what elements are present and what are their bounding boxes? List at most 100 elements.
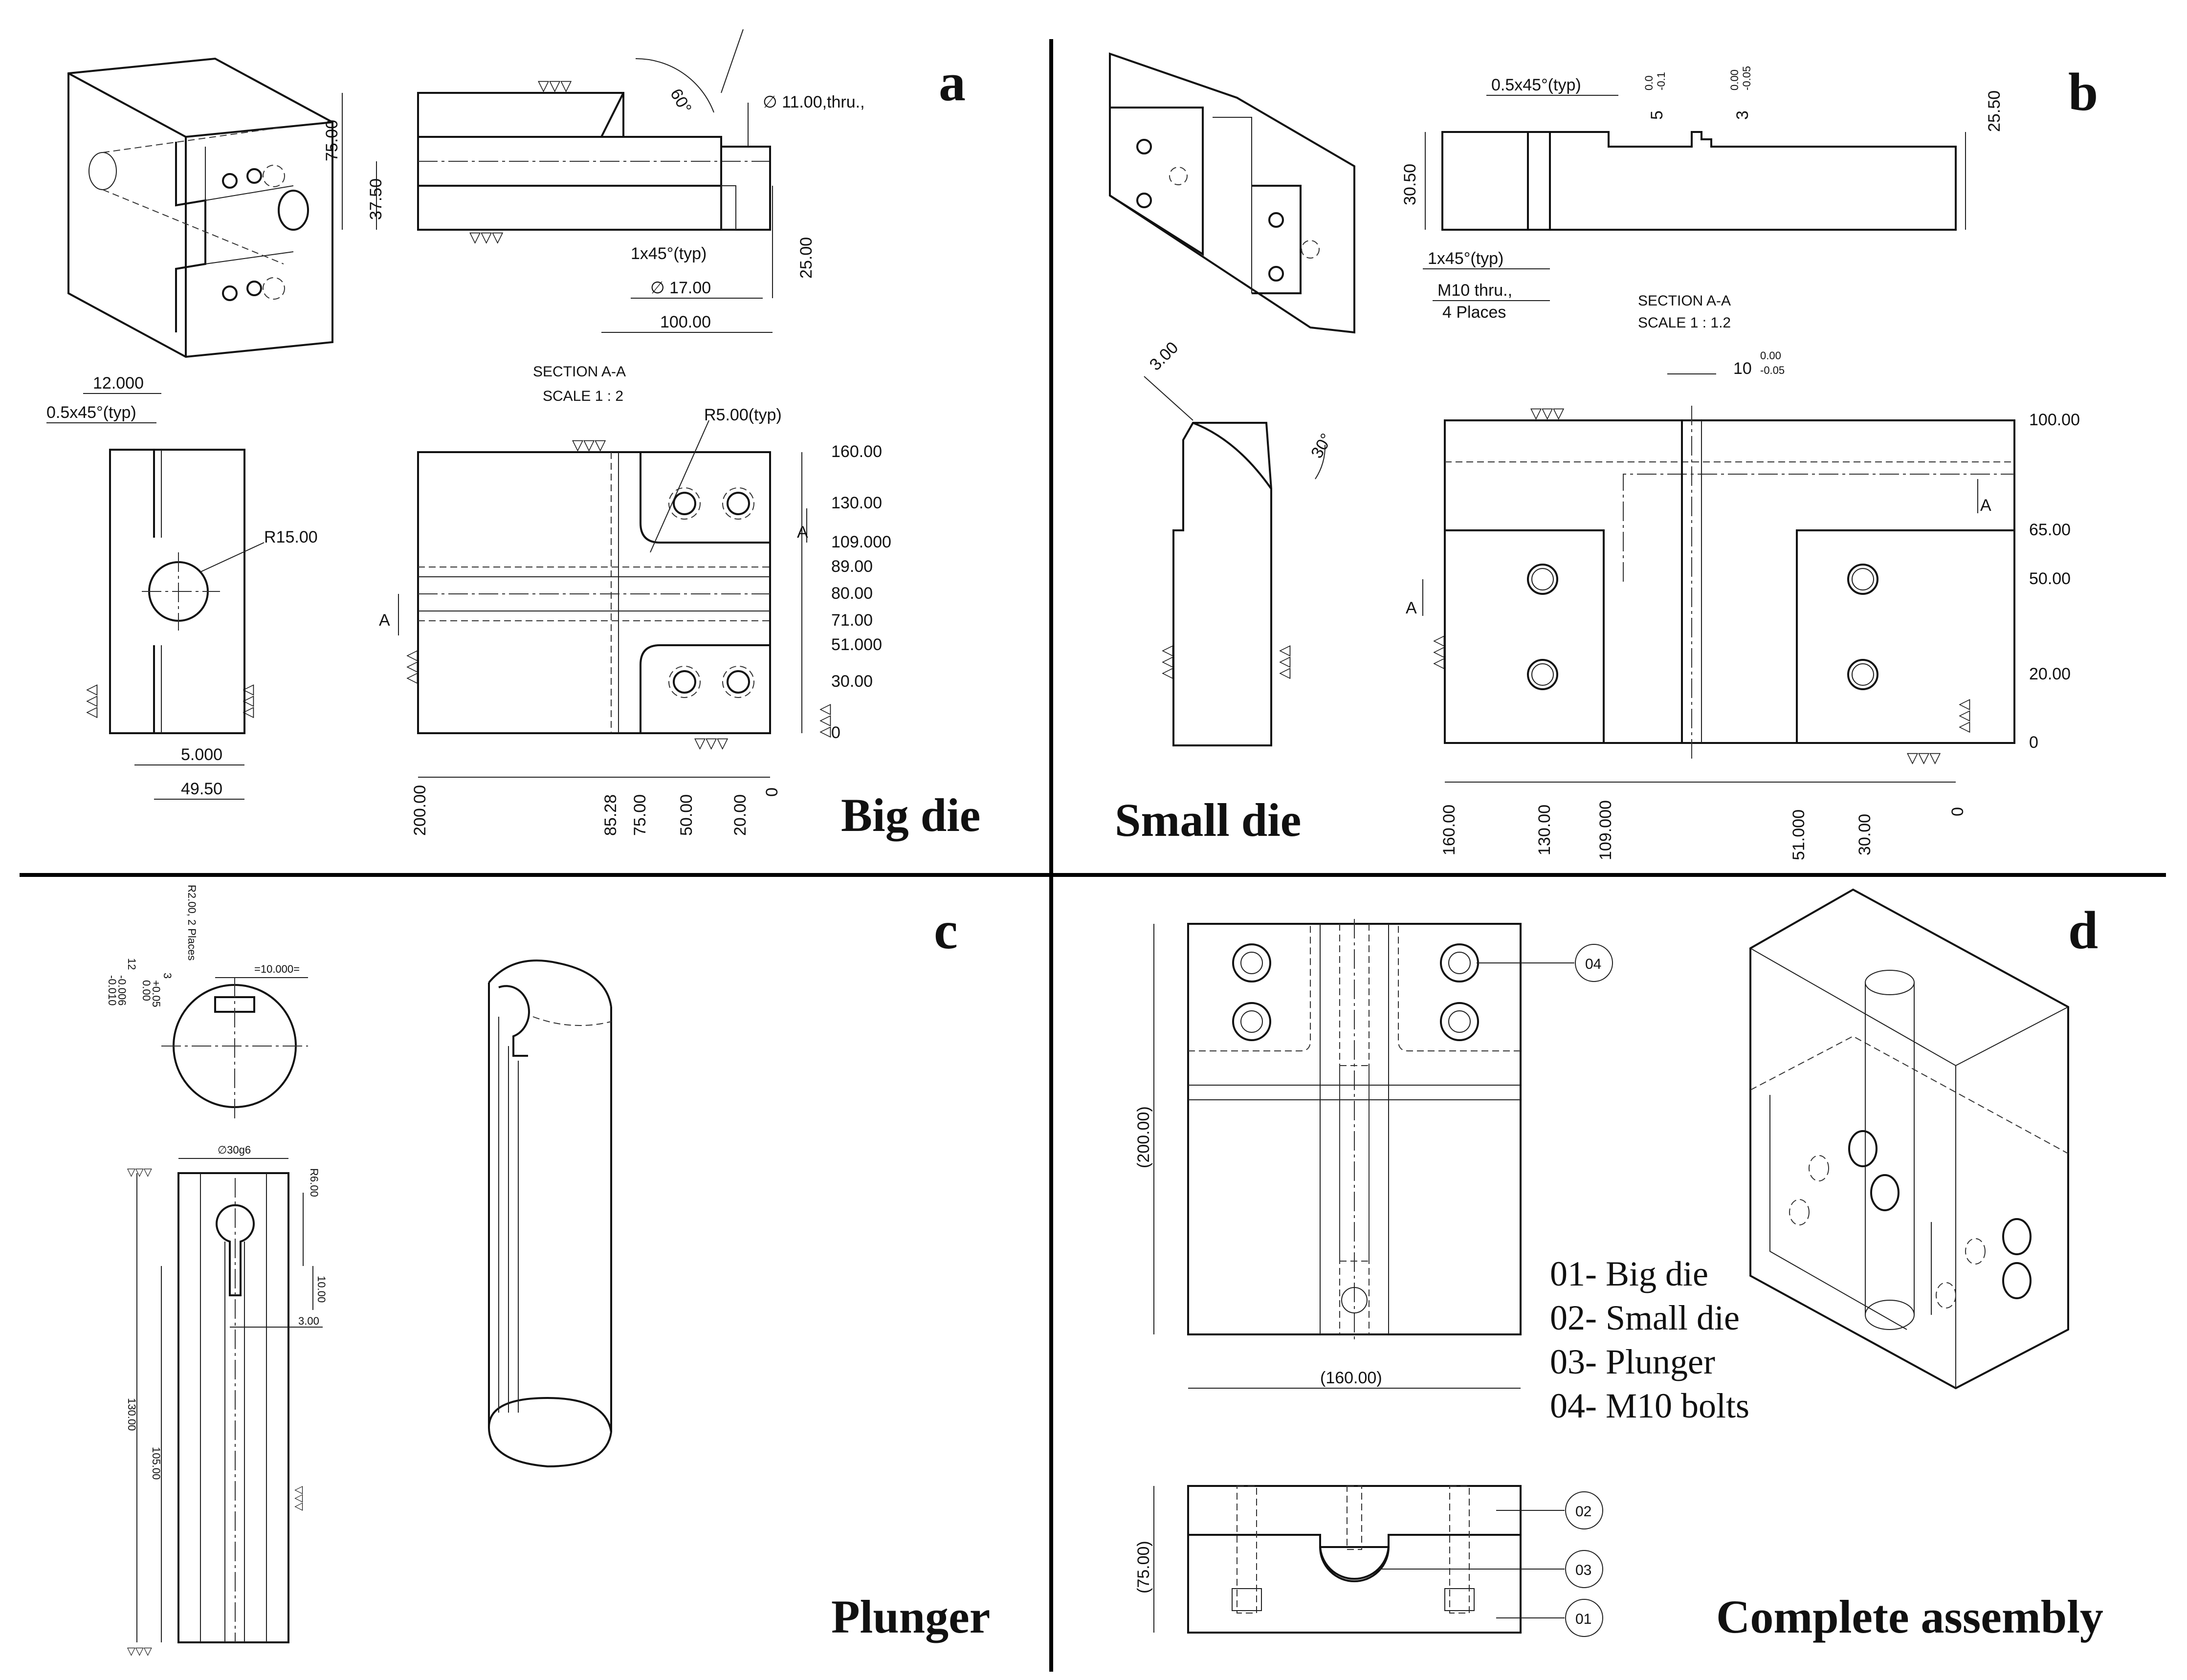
- dia-17-label: ∅ 17.00: [650, 279, 711, 297]
- surface-mark: ▽▽▽: [1432, 635, 1448, 669]
- bottom-dim-label: 160.00: [1440, 805, 1458, 855]
- small-die-bottom-dimensions: 160.00 130.00 109.000 51.000 30.00 0: [1440, 800, 1967, 860]
- tol1-main: 5: [1648, 110, 1666, 120]
- surface-mark: ▽▽▽: [405, 650, 421, 684]
- surface-mark: ▽▽▽: [469, 229, 503, 245]
- section-arrow-label-b2: A: [1980, 496, 1991, 515]
- big-die-front-view: R5.00(typ) ▽▽▽ ▽▽▽ ▽▽▽ ▽▽▽ A A 160.00 13…: [379, 406, 891, 836]
- panel-letter-d: d: [2068, 900, 2098, 960]
- tol2-up: 0.00: [1728, 69, 1741, 90]
- right-dim-label: 30.00: [831, 672, 873, 691]
- chamfer-1x45-label: 1x45°(typ): [631, 244, 707, 263]
- chamfer-0-5x45-label: 0.5x45°(typ): [46, 403, 136, 422]
- bottom-dim-label: 20.00: [731, 794, 750, 836]
- surface-mark: ▽▽▽: [85, 684, 101, 718]
- r6-label: R6.00: [308, 1168, 320, 1197]
- bottom-dim-label: 0: [763, 787, 781, 797]
- panel-caption-assembly: Complete assembly: [1716, 1591, 2103, 1643]
- dim-130-label: 130.00: [126, 1398, 138, 1431]
- big-die-bottom-dimensions: 200.00 85.28 75.00 50.00 20.00 0: [411, 785, 781, 836]
- bottom-dim-label: 30.00: [1856, 814, 1874, 855]
- dim-10-label: =10.000=: [254, 963, 300, 975]
- bottom-dim-label: 109.000: [1596, 800, 1615, 860]
- dim-37-5-label: 37.50: [367, 178, 385, 220]
- section-arrow-label-a: A: [379, 611, 390, 630]
- section-scale-b: SCALE 1 : 1.2: [1638, 315, 1731, 331]
- bottom-dim-label: 85.28: [601, 794, 620, 836]
- assembly-isometric: [1749, 888, 2069, 1390]
- surface-mark: ▽▽▽: [241, 684, 257, 718]
- tol3-main: 10: [1733, 359, 1752, 378]
- surface-mark: ▽▽▽: [1160, 645, 1176, 679]
- surface-mark: ▽▽▽: [293, 1486, 306, 1511]
- right-dim-label: 71.00: [831, 611, 873, 630]
- right-dim-label: 51.000: [831, 635, 882, 654]
- panel-a-big-die: a Big die: [46, 29, 980, 841]
- dim-75-label: 75.00: [323, 120, 341, 161]
- big-die-side-view: R15.00 12.000 0.5x45°(typ) 5.000 49.50 ▽…: [46, 374, 318, 800]
- dim-160-label: (160.00): [1320, 1369, 1382, 1387]
- small-die-section-view: 0.5x45°(typ) 0.0 -0.1 5 0.00 -0.05 3 25.…: [1401, 66, 2004, 331]
- dim-12-main: 12: [126, 958, 138, 970]
- m10-places-label: 4 Places: [1442, 303, 1506, 322]
- plunger-isometric: [488, 960, 612, 1468]
- tol1-low: -0.1: [1655, 72, 1667, 90]
- tol2-low: -0.05: [1741, 66, 1753, 90]
- tol3-up: 0.00: [1760, 349, 1781, 362]
- dim-25-5-label: 25.50: [1985, 90, 2004, 132]
- dim-49-5-label: 49.50: [181, 780, 222, 798]
- right-dim-label: 100.00: [2029, 411, 2080, 429]
- balloon-01: [1565, 1599, 1603, 1637]
- plunger-front-view: ∅30g6 R6.00 10.00 3.00 130.00 105.00 ▽▽▽…: [126, 1144, 328, 1657]
- right-dim-label: 109.000: [831, 533, 891, 551]
- right-dim-label: 65.00: [2029, 521, 2071, 539]
- r2-label: R2.00, 2 Places: [186, 885, 198, 960]
- plunger-top-view: R2.00, 2 Places 3 +0.05 0.00 12 -0.006 -…: [106, 885, 308, 1119]
- chamfer-1x45-label-b: 1x45°(typ): [1428, 249, 1503, 268]
- dim-10b-label: 10.00: [315, 1276, 328, 1303]
- surface-mark: ▽▽▽: [1278, 645, 1294, 679]
- small-die-right-dimensions: 100.00 65.00 50.00 20.00 0: [2029, 411, 2080, 752]
- right-dim-label: 130.00: [831, 494, 882, 512]
- r15-label: R15.00: [264, 528, 318, 546]
- dim-100-label: 100.00: [660, 313, 711, 331]
- dim-5-label: 5.000: [181, 745, 222, 764]
- surface-mark: ▽▽▽: [127, 1645, 152, 1657]
- right-dim-label: 0: [831, 723, 840, 742]
- bottom-dim-label: 51.000: [1789, 809, 1808, 860]
- dim-12-label: 12.000: [93, 374, 144, 393]
- bottom-dim-label: 200.00: [411, 785, 429, 836]
- section-arrow-label-a2: A: [797, 523, 808, 542]
- angle-30-label: 30°: [1307, 430, 1336, 461]
- dim-3-main: 3: [161, 973, 174, 979]
- section-arrow-label-b: A: [1406, 599, 1417, 617]
- section-title-b: SECTION A-A: [1638, 293, 1731, 309]
- m10-thru-label: M10 thru.,: [1437, 281, 1512, 300]
- tol2-main: 3: [1733, 110, 1752, 120]
- dim-75-asm-label: (75.00): [1134, 1541, 1153, 1593]
- legend-item: 02- Small die: [1550, 1298, 1740, 1337]
- section-scale-a: SCALE 1 : 2: [543, 388, 623, 404]
- hatched-upper-block: [417, 92, 624, 138]
- bottom-dim-label: 0: [1948, 807, 1967, 816]
- panel-letter-c: c: [934, 900, 958, 960]
- surface-mark: ▽▽▽: [1530, 405, 1564, 421]
- section-title-a: SECTION A-A: [533, 364, 626, 380]
- bottom-dim-label: 130.00: [1535, 805, 1554, 855]
- dim-3b-label: 3.00: [298, 1315, 319, 1327]
- panel-c-plunger: c Plunger R2.00, 2 Places 3 +0.05 0.00 1…: [106, 885, 990, 1657]
- bottom-dim-label: 50.00: [677, 794, 696, 836]
- legend-item: 04- M10 bolts: [1550, 1386, 1749, 1425]
- surface-mark: ▽▽▽: [538, 78, 572, 94]
- angle-60-label: 60°: [666, 86, 695, 117]
- assembly-front-view: (75.00) 02 03 01: [1134, 1485, 1603, 1637]
- dim-12-low: -0.010: [106, 975, 118, 1005]
- surface-mark: ▽▽▽: [818, 704, 834, 738]
- dim-30-5-label: 30.50: [1401, 164, 1419, 205]
- surface-mark: ▽▽▽: [572, 437, 606, 453]
- right-dim-label: 80.00: [831, 584, 873, 603]
- chamfer-0-5x45-label-b: 0.5x45°(typ): [1491, 76, 1581, 94]
- right-dim-label: 50.00: [2029, 569, 2071, 588]
- assembly-top-view: (200.00) (160.00) 04: [1134, 919, 1613, 1389]
